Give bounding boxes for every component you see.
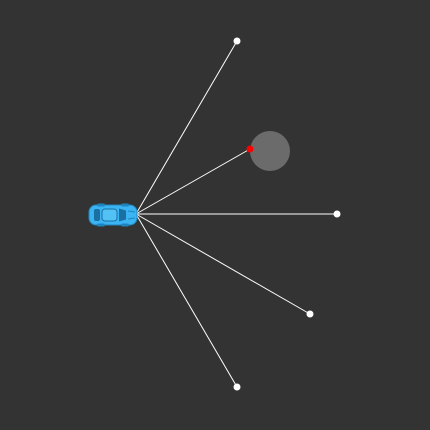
obstacle bbox=[250, 131, 290, 171]
sensor-endpoint bbox=[233, 37, 241, 45]
sensor-endpoints bbox=[233, 37, 341, 391]
sensor-endpoint bbox=[306, 310, 314, 318]
sensor-endpoint bbox=[233, 383, 241, 391]
car-roof bbox=[101, 208, 118, 222]
sensor-ray bbox=[135, 213, 238, 388]
car-wheel bbox=[97, 203, 105, 207]
sensor-ray bbox=[135, 148, 251, 215]
car-icon bbox=[88, 203, 138, 227]
car-wheel bbox=[121, 203, 129, 207]
sensor-rays bbox=[135, 40, 337, 388]
car-hood-line bbox=[127, 210, 136, 213]
car-windshield bbox=[119, 208, 126, 222]
sensor-ray bbox=[135, 40, 238, 215]
car-wheel bbox=[97, 223, 105, 227]
car-rear-window bbox=[94, 209, 100, 221]
car-wheel bbox=[121, 223, 129, 227]
sensor-hit-point bbox=[246, 145, 254, 153]
sensor-endpoint bbox=[333, 210, 341, 218]
car-hood-line bbox=[127, 217, 136, 220]
sensor-ray bbox=[135, 213, 311, 315]
